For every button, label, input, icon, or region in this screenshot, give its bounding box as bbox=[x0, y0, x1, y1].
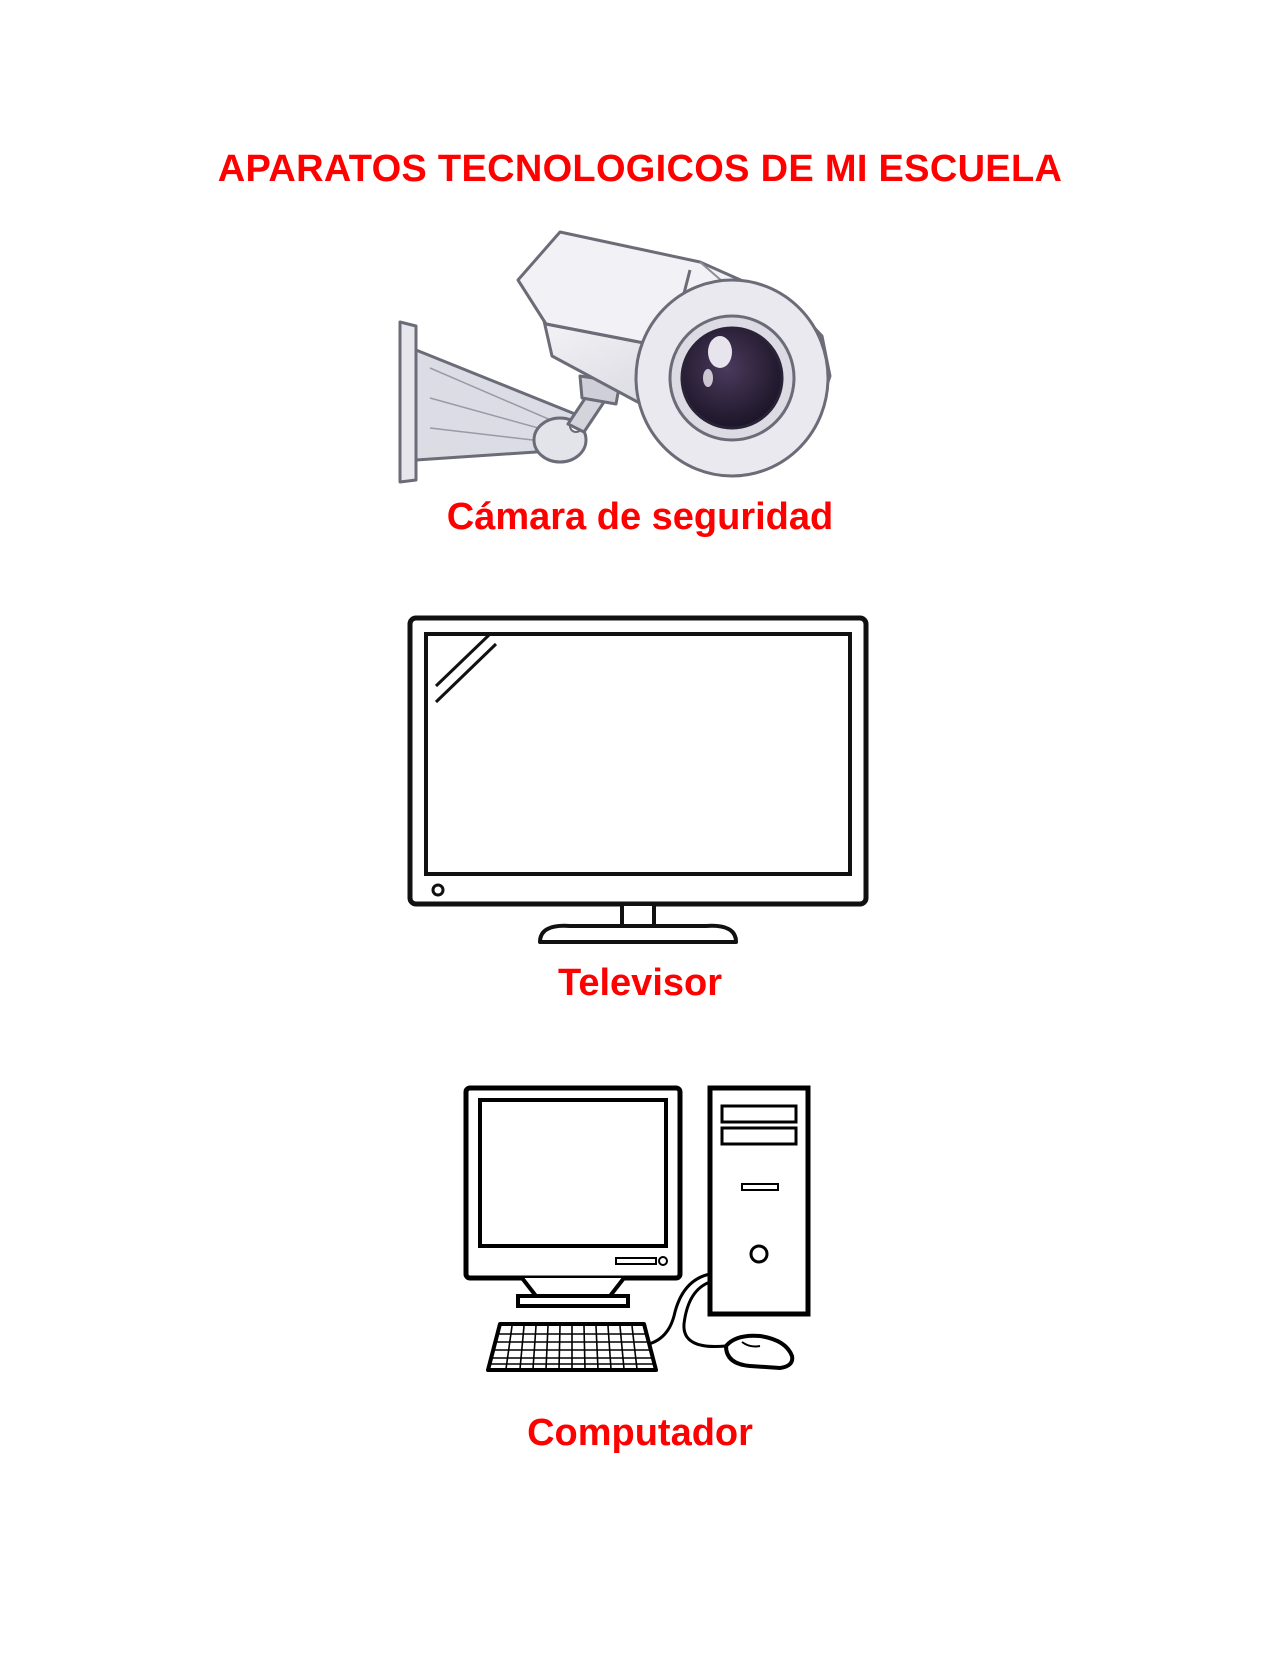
caption-computer: Computador bbox=[527, 1412, 753, 1454]
caption-security-camera: Cámara de seguridad bbox=[446, 496, 834, 538]
page-title: APARATOS TECNOLOGICOS DE MI ESCUELA bbox=[217, 148, 1063, 190]
caption-television: Televisor bbox=[557, 962, 723, 1004]
security-camera-icon bbox=[398, 230, 832, 484]
television-icon bbox=[407, 615, 869, 944]
desktop-computer-icon bbox=[463, 1085, 811, 1372]
